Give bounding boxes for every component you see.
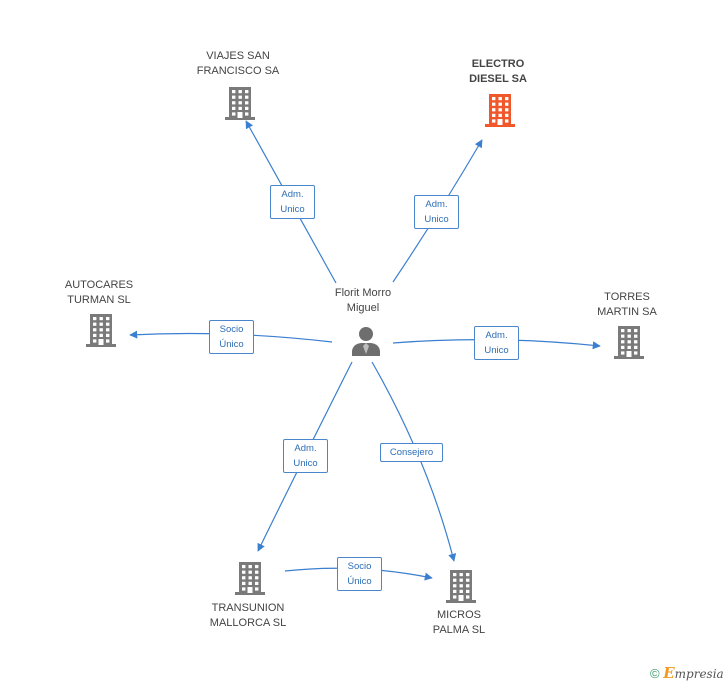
copyright-icon: © (650, 666, 660, 681)
relation-label-torres[interactable]: Adm.Unico (474, 326, 519, 360)
building-icon[interactable] (85, 313, 117, 347)
building-icon[interactable] (613, 325, 645, 359)
relation-label-micros[interactable]: Consejero (380, 443, 443, 462)
relation-label-transunion[interactable]: Adm.Unico (283, 439, 328, 473)
building-icon[interactable] (234, 561, 266, 595)
building-icon[interactable] (484, 93, 516, 127)
empresia-logo[interactable]: Empresia (663, 664, 724, 682)
relation-label-electro[interactable]: Adm.Unico (414, 195, 459, 229)
person-icon[interactable] (350, 325, 382, 357)
building-icon[interactable] (224, 86, 256, 120)
building-icon[interactable] (445, 569, 477, 603)
footer-brand: © Empresia (650, 664, 724, 682)
relation-label-viajes[interactable]: Adm.Unico (270, 185, 315, 219)
